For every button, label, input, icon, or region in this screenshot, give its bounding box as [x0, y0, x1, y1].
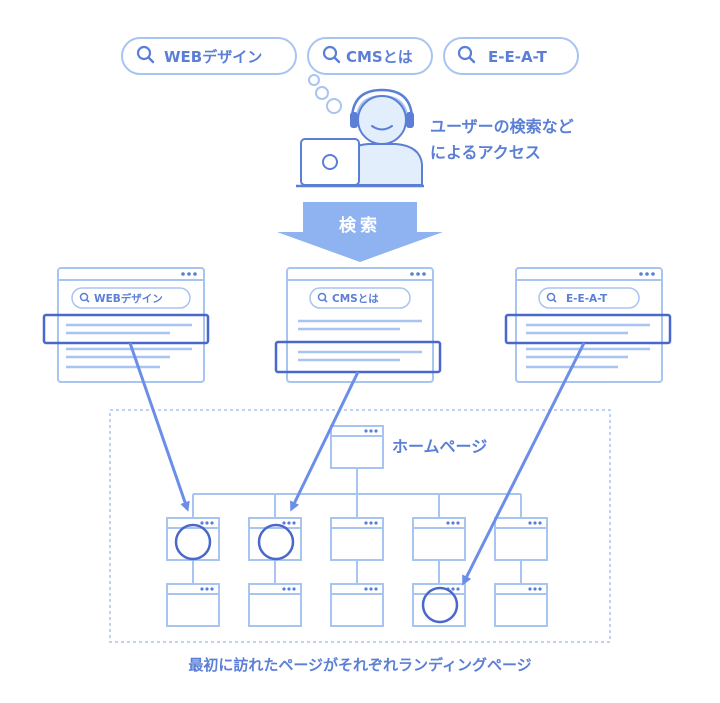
landing-marker	[257, 523, 295, 561]
search-icon	[136, 45, 155, 64]
search-pill-webdesign: WEBデザイン	[121, 37, 297, 75]
footer-caption: 最初に訪れたページがそれぞれランディングページ	[188, 656, 531, 674]
landing-marker	[174, 523, 212, 561]
search-icon	[546, 292, 557, 303]
search-pill-label: WEBデザイン	[164, 48, 262, 66]
result-query: WEBデザイン	[94, 292, 163, 305]
thought-bubbles	[308, 74, 342, 114]
highlight-frame	[42, 313, 210, 345]
result-query: E-E-A-T	[566, 293, 608, 305]
page-node-l3-2	[248, 583, 302, 627]
search-result-window-eeat: E-E-A-T	[504, 267, 672, 383]
search-pill-label: E-E-A-T	[488, 48, 548, 66]
landing-arrows	[128, 342, 586, 586]
search-arrow: 検索	[277, 202, 443, 262]
search-result-window-cms: CMSとは	[274, 267, 442, 383]
search-result-window-webdesign: WEBデザイン	[42, 267, 210, 383]
user-caption-line1: ユーザーの検索など	[430, 117, 574, 136]
tree-connectors	[192, 468, 522, 584]
user-with-laptop-icon	[296, 88, 424, 188]
landing-arrow	[128, 342, 190, 512]
search-pill-cms: CMSとは	[307, 37, 433, 75]
search-pill-label: CMSとは	[346, 48, 413, 66]
page-node-l2-4	[412, 517, 466, 561]
search-icon	[317, 292, 328, 303]
landing-arrow	[290, 371, 360, 512]
search-arrow-label: 検索	[339, 215, 381, 236]
search-icon	[322, 45, 341, 64]
homepage-label: ホームページ	[392, 437, 487, 456]
page-node-l3-1	[166, 583, 220, 627]
page-node-l2-3	[330, 517, 384, 561]
homepage-node	[330, 425, 384, 469]
page-node-l2-5	[494, 517, 548, 561]
landing-marker	[421, 586, 459, 624]
search-icon	[457, 45, 476, 64]
search-icon	[79, 292, 90, 303]
result-query: CMSとは	[332, 293, 379, 305]
highlight-frame	[504, 313, 672, 345]
landing-arrow	[462, 342, 586, 586]
page-node-l3-5	[494, 583, 548, 627]
search-pill-eeat: E-E-A-T	[443, 37, 579, 75]
user-caption-line2: によるアクセス	[430, 143, 541, 162]
page-node-l3-3	[330, 583, 384, 627]
